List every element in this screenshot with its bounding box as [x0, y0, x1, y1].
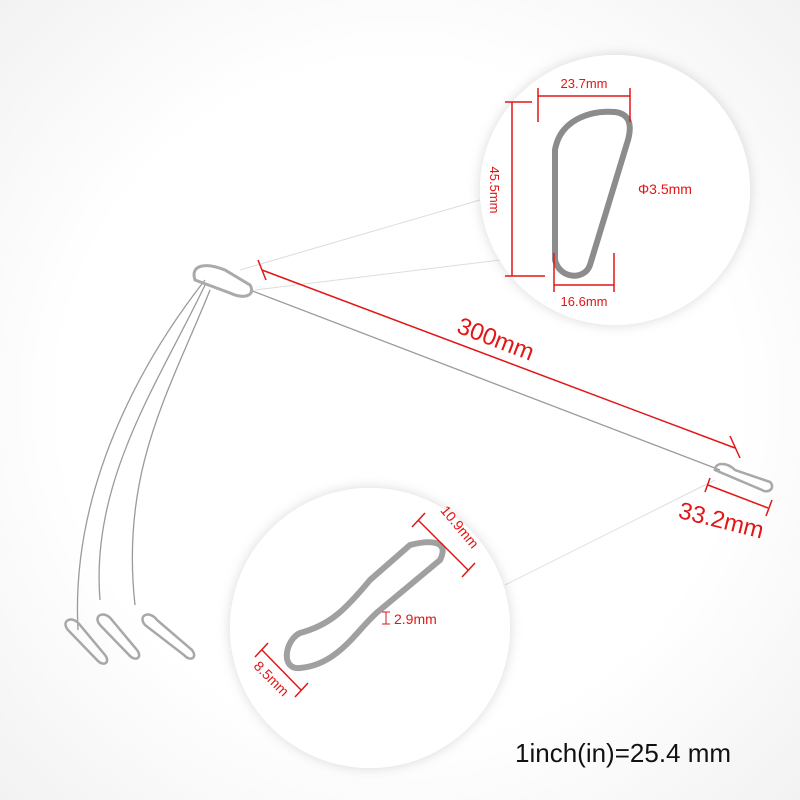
- leader-line: [504, 479, 716, 586]
- unit-conversion-note: 1inch(in)=25.4 mm: [515, 738, 732, 768]
- leader-line: [239, 199, 481, 271]
- hook-dimension-lines: [254, 512, 476, 698]
- carabiner-dimension-lines: [505, 88, 631, 292]
- snap-hooks: [64, 462, 774, 665]
- carabiner-image: [552, 108, 633, 279]
- hook-image: [283, 539, 446, 671]
- hook-wire-label: 2.9mm: [394, 611, 437, 627]
- carabiner-bottom-width-label: 16.6mm: [561, 294, 608, 309]
- leader-line: [254, 259, 501, 291]
- snap-hook-length-label: 33.2mm: [676, 497, 767, 544]
- carabiner-width-label: 23.7mm: [561, 76, 608, 91]
- cable-length-dimension: [257, 259, 741, 459]
- carabiner-height-label: 45.5mm: [487, 167, 502, 214]
- carabiner-diameter-label: Φ3.5mm: [638, 181, 692, 197]
- snap-hook-dimension: [704, 477, 773, 517]
- cable-assembly: [76, 264, 721, 631]
